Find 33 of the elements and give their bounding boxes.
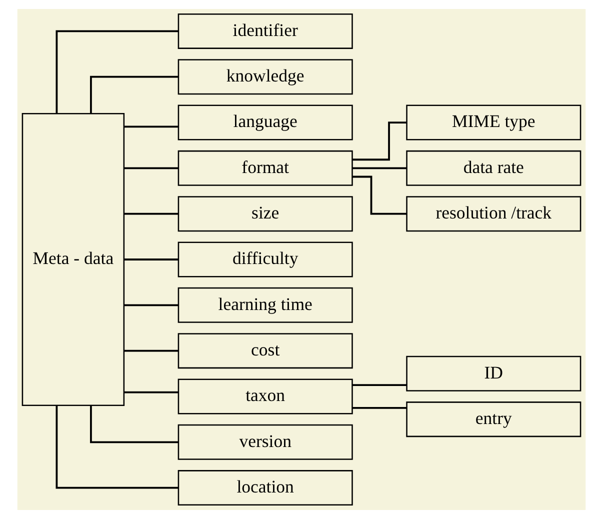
node-box: language <box>178 104 353 140</box>
node-box: entry <box>406 401 582 437</box>
connector <box>124 258 178 260</box>
connector <box>56 404 178 488</box>
connector <box>352 175 407 214</box>
connector <box>124 390 178 393</box>
connector <box>352 384 407 386</box>
node-box: format <box>178 150 353 186</box>
connector <box>124 349 178 352</box>
node-box: MIME type <box>406 104 582 140</box>
connector <box>352 166 407 169</box>
node-box: location <box>178 470 353 506</box>
connector <box>124 212 178 214</box>
node-box: cost <box>178 332 353 368</box>
connector <box>56 30 178 114</box>
connector <box>124 304 178 306</box>
connector <box>124 166 178 169</box>
node-box: version <box>178 424 353 460</box>
node-box: resolution /track <box>406 196 582 232</box>
connector <box>90 75 178 113</box>
connector <box>124 125 178 128</box>
node-box: learning time <box>178 286 353 322</box>
node-box: knowledge <box>178 58 353 94</box>
node-box: ID <box>406 355 582 391</box>
connector <box>90 405 178 443</box>
node-box: taxon <box>178 378 353 414</box>
node-box: difficulty <box>178 241 353 277</box>
node-box: identifier <box>178 12 353 48</box>
node-box: data rate <box>406 150 582 186</box>
connector <box>352 406 407 408</box>
node-box: size <box>178 196 353 232</box>
connector <box>352 121 407 160</box>
node-box: Meta - data <box>22 112 125 406</box>
